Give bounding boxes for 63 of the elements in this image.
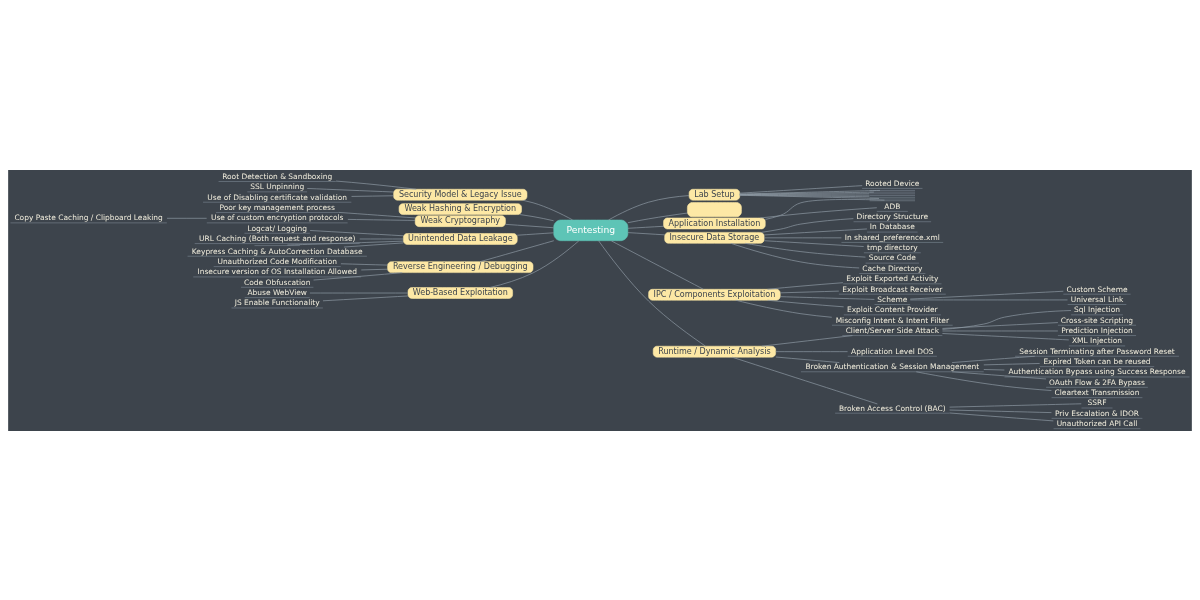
connector (739, 189, 881, 194)
connector (763, 228, 868, 235)
connector (949, 409, 1052, 413)
connector (519, 213, 554, 221)
connector (909, 290, 1064, 299)
connector (598, 239, 706, 346)
connector (775, 356, 840, 363)
connector (338, 211, 416, 218)
connector (489, 240, 580, 288)
connector (942, 332, 1070, 340)
connector (949, 402, 1082, 407)
connector (313, 271, 403, 280)
connector (909, 299, 1068, 300)
connector (306, 187, 394, 192)
connector (763, 239, 865, 247)
connector (915, 371, 1052, 391)
connector (942, 309, 1072, 330)
node-box: Pentesting (553, 219, 629, 241)
connector (335, 180, 417, 190)
connector (340, 262, 388, 265)
connector (505, 223, 554, 228)
connector (759, 206, 878, 218)
connector (347, 218, 416, 221)
connector (779, 290, 840, 293)
connector (731, 356, 878, 404)
connector (309, 229, 404, 236)
connector (627, 225, 664, 229)
connector (767, 281, 844, 290)
connector (942, 330, 1059, 331)
connector (166, 217, 207, 219)
connector (767, 299, 844, 307)
connector (739, 194, 880, 199)
connector (761, 334, 853, 347)
connector (343, 242, 404, 247)
connector (739, 191, 875, 195)
connector (516, 231, 554, 236)
connector (983, 368, 1005, 370)
connector (949, 412, 1054, 421)
connector (627, 231, 665, 235)
connector (951, 355, 1036, 363)
connector (287, 240, 404, 245)
connector (322, 295, 409, 301)
connector (779, 295, 875, 300)
connector (730, 242, 860, 268)
connector (479, 239, 555, 262)
connector (775, 350, 848, 352)
connector (611, 240, 704, 290)
connector (761, 217, 854, 233)
connector (608, 194, 690, 220)
connector (627, 212, 688, 223)
connector (360, 268, 388, 270)
connector (942, 321, 1059, 329)
connector (735, 299, 833, 318)
connector (951, 370, 1047, 379)
connector (765, 198, 885, 220)
node-box (687, 201, 742, 217)
connector (351, 194, 394, 197)
connector (983, 362, 1041, 365)
connector (522, 199, 573, 220)
connector (763, 237, 842, 238)
connector (739, 184, 863, 194)
connector (744, 242, 866, 257)
node-underline (254, 244, 301, 246)
